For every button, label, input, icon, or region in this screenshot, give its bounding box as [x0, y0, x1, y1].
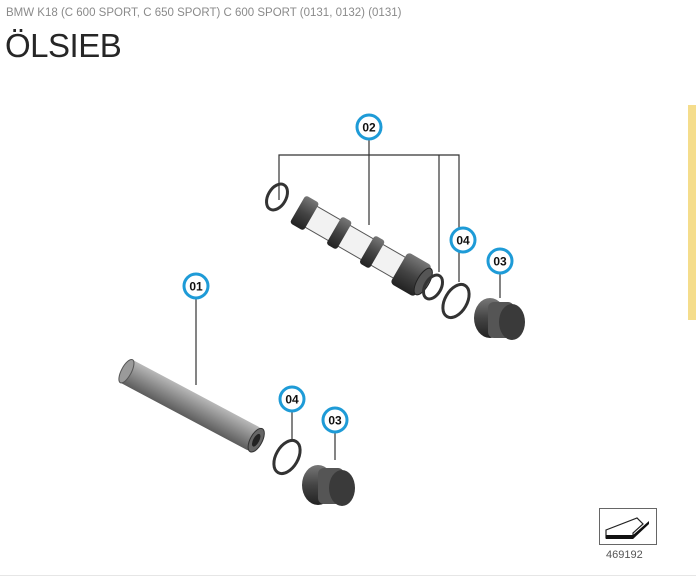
leader-lines: [195, 139, 501, 460]
breadcrumb: BMW K18 (C 600 SPORT, C 650 SPORT) C 600…: [6, 7, 402, 19]
svg-text:04: 04: [456, 234, 470, 248]
svg-text:03: 03: [493, 255, 507, 269]
divider: [0, 575, 696, 576]
reference-arrow-icon: [599, 508, 657, 545]
svg-text:03: 03: [328, 414, 342, 428]
part-03-plug-upper: [474, 298, 525, 340]
callout-04-lower[interactable]: 04: [278, 385, 306, 413]
page-title: ÖLSIEB: [5, 27, 122, 64]
callout-01[interactable]: 01: [182, 272, 210, 300]
diagram-reference-number: 469192: [606, 549, 643, 561]
callout-02[interactable]: 02: [355, 113, 383, 141]
part-01-pipe: [118, 358, 265, 453]
svg-text:02: 02: [362, 121, 376, 135]
part-02-oil-strainer: [290, 196, 433, 296]
svg-text:04: 04: [285, 393, 299, 407]
callout-04-upper[interactable]: 04: [449, 226, 477, 254]
o-rings: [265, 182, 471, 476]
part-03-plug-lower: [302, 465, 355, 506]
svg-text:01: 01: [189, 280, 203, 294]
scroll-indicator[interactable]: [688, 105, 696, 320]
callout-03-lower[interactable]: 03: [321, 406, 349, 434]
callout-03-upper[interactable]: 03: [486, 247, 514, 275]
